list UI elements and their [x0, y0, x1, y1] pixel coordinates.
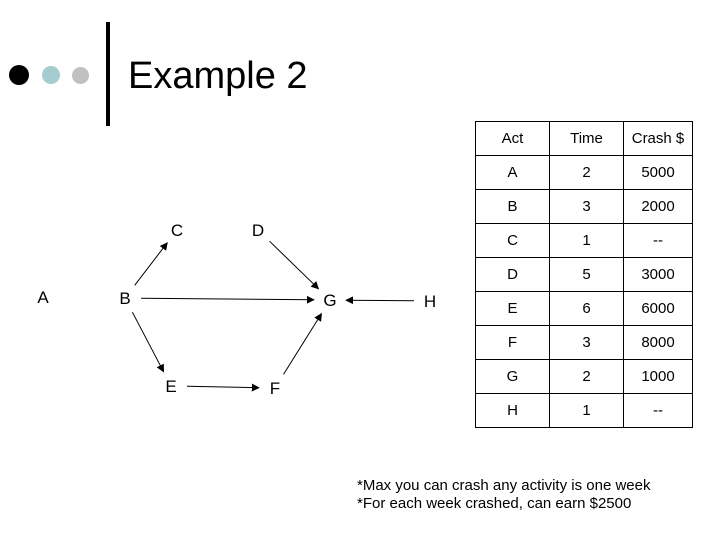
cell-time: 5 [549, 257, 624, 292]
title-divider [106, 22, 110, 126]
edge-h-g [345, 296, 415, 305]
node-c: C [171, 221, 183, 240]
cell-act: D [475, 257, 550, 292]
cell-act: H [475, 393, 550, 428]
note-earn-per-week: *For each week crashed, can earn $2500 [357, 495, 632, 512]
bullet-dot-teal [42, 66, 60, 84]
node-f: F [270, 379, 280, 398]
cell-crash: -- [623, 393, 693, 428]
cell-act: B [475, 189, 550, 224]
node-e: E [165, 377, 176, 396]
cell-time: 2 [549, 359, 624, 394]
cell-act: F [475, 325, 550, 360]
cell-crash: 6000 [623, 291, 693, 326]
node-d: D [252, 221, 264, 240]
cell-time: 1 [549, 393, 624, 428]
edge-b-c [134, 242, 168, 286]
cell-time: 2 [549, 155, 624, 190]
cell-time: 3 [549, 325, 624, 360]
cell-crash: 3000 [623, 257, 693, 292]
cell-act: C [475, 223, 550, 258]
cell-crash: 5000 [623, 155, 693, 190]
header-time: Time [549, 121, 624, 156]
edge-b-g [140, 295, 315, 304]
note-max-crash: *Max you can crash any activity is one w… [357, 477, 651, 494]
cell-act: G [475, 359, 550, 394]
cell-time: 6 [549, 291, 624, 326]
edge-d-g [269, 240, 320, 290]
cell-crash: 1000 [623, 359, 693, 394]
node-b: B [119, 289, 130, 308]
slide-title: Example 2 [128, 55, 308, 97]
bullet-dot-black [9, 65, 29, 85]
bullet-dot-gray [72, 67, 89, 84]
node-g: G [323, 291, 336, 310]
header-act: Act [475, 121, 550, 156]
cell-time: 3 [549, 189, 624, 224]
cell-act: E [475, 291, 550, 326]
table-header-row: Act Time Crash $ [475, 121, 693, 156]
edge-f-g [283, 312, 322, 375]
node-a: A [37, 288, 49, 307]
cell-crash: 2000 [623, 189, 693, 224]
header-crash-cost: Crash $ [623, 121, 693, 156]
cell-crash: -- [623, 223, 693, 258]
cell-crash: 8000 [623, 325, 693, 360]
node-h: H [424, 292, 436, 311]
edge-b-e [131, 311, 165, 373]
cell-time: 1 [549, 223, 624, 258]
cell-act: A [475, 155, 550, 190]
edge-e-f [186, 383, 260, 392]
